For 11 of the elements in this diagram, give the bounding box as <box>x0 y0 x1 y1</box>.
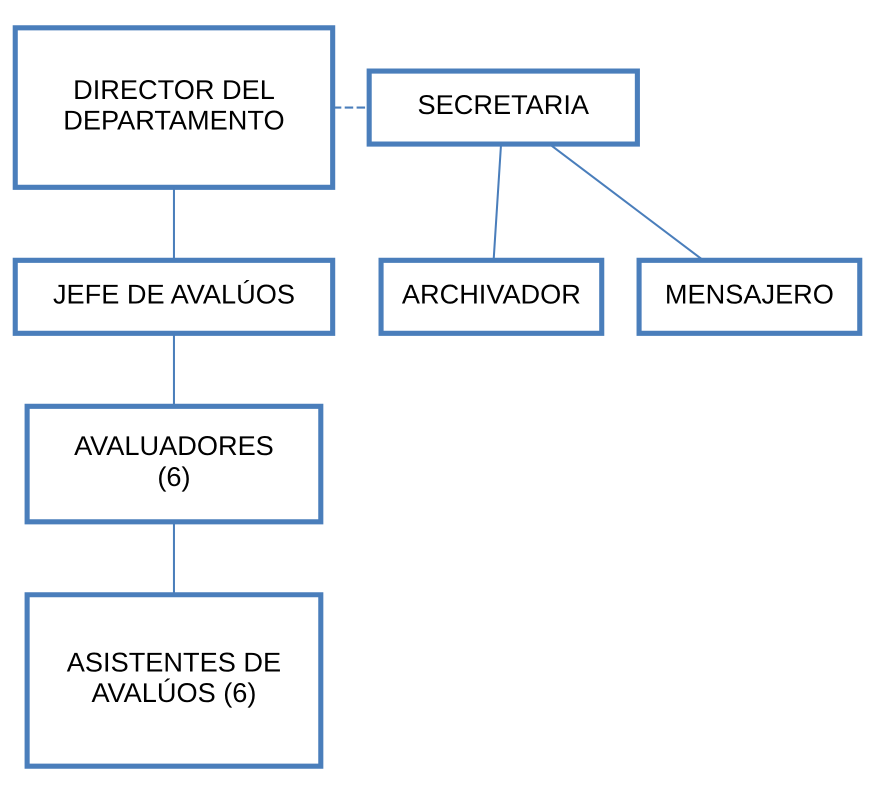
connector <box>172 188 175 260</box>
node-box: SECRETARIA <box>366 68 640 147</box>
node-box: MENSAJERO <box>636 258 862 336</box>
node-box: AVALUADORES (6) <box>24 404 324 524</box>
connector <box>492 144 502 260</box>
node-box: ASISTENTES DE AVALÚOS (6) <box>24 592 324 769</box>
connector <box>172 522 175 595</box>
node-box: DIRECTOR DEL DEPARTAMENTO <box>12 25 336 190</box>
connector <box>172 334 175 406</box>
node-box: JEFE DE AVALÚOS <box>12 258 336 336</box>
node-box: ARCHIVADOR <box>378 258 604 336</box>
